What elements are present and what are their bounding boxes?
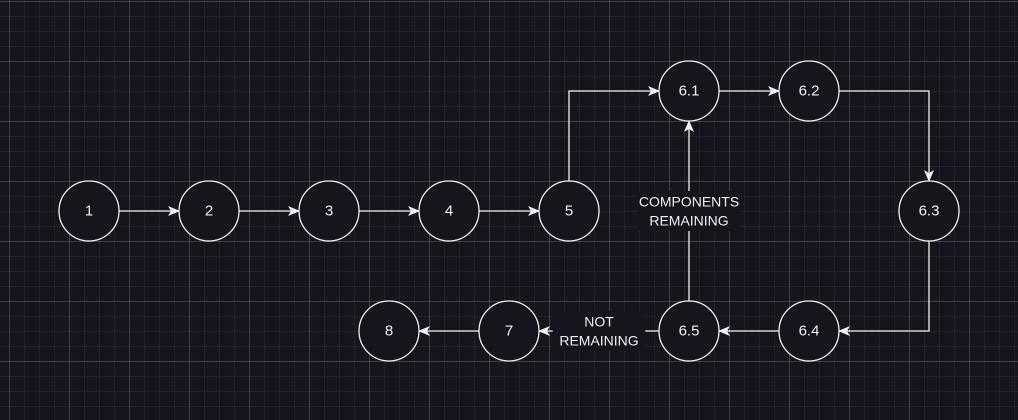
node-circle: [418, 180, 480, 242]
node-label: 6.4: [799, 323, 820, 340]
edges-layer: [119, 86, 934, 336]
node-n4: 4: [418, 180, 480, 242]
edge-label-text: NOT: [584, 314, 614, 330]
node-n65: 6.5: [658, 300, 720, 362]
node-circle: [58, 180, 120, 242]
node-n61: 6.1: [658, 60, 720, 122]
edge-label-n65-to-n61: COMPONENTS REMAINING: [638, 191, 740, 231]
node-n8: 8: [358, 300, 420, 362]
node-circle: [358, 300, 420, 362]
nodes-layer: 1 2 3 4 5 6.1 6.2 6.3 6.4 6.5 7 8: [58, 60, 960, 362]
node-circle: [538, 180, 600, 242]
node-n3: 3: [298, 180, 360, 242]
edge-label-text: COMPONENTS: [639, 194, 739, 210]
node-circle: [778, 60, 840, 122]
node-n63: 6.3: [898, 180, 960, 242]
node-label: 8: [385, 323, 393, 340]
node-label: 3: [325, 203, 333, 220]
edge-n63-to-n64-arrow: [838, 241, 930, 336]
node-circle: [298, 180, 360, 242]
node-n2: 2: [178, 180, 240, 242]
node-n1: 1: [58, 180, 120, 242]
edge-label-text: REMAINING: [649, 213, 728, 229]
node-label: 6.2: [799, 83, 820, 100]
edge-labels-layer: COMPONENTS REMAINING NOT REMAINING: [552, 191, 740, 351]
node-label: 4: [445, 203, 453, 220]
node-label: 1: [85, 203, 93, 220]
edge-n62-to-n63-arrow: [839, 90, 934, 182]
node-circle: [898, 180, 960, 242]
node-circle: [478, 300, 540, 362]
node-label: 5: [565, 203, 573, 220]
edge-label-n65-to-n7: NOT REMAINING: [552, 311, 646, 351]
edge-label-text: REMAINING: [559, 333, 638, 349]
node-n64: 6.4: [778, 300, 840, 362]
node-label: 7: [505, 323, 513, 340]
node-circle: [778, 300, 840, 362]
node-label: 2: [205, 203, 213, 220]
node-circle: [658, 60, 720, 122]
node-n5: 5: [538, 180, 600, 242]
edge-label-background: [552, 311, 646, 351]
node-circle: [658, 300, 720, 362]
node-n62: 6.2: [778, 60, 840, 122]
edge-label-background: [638, 191, 740, 231]
node-circle: [178, 180, 240, 242]
node-label: 6.1: [679, 83, 700, 100]
node-label: 6.3: [919, 203, 940, 220]
node-label: 6.5: [679, 323, 700, 340]
node-n7: 7: [478, 300, 540, 362]
edge-n5-to-n61-arrow: [568, 86, 660, 181]
